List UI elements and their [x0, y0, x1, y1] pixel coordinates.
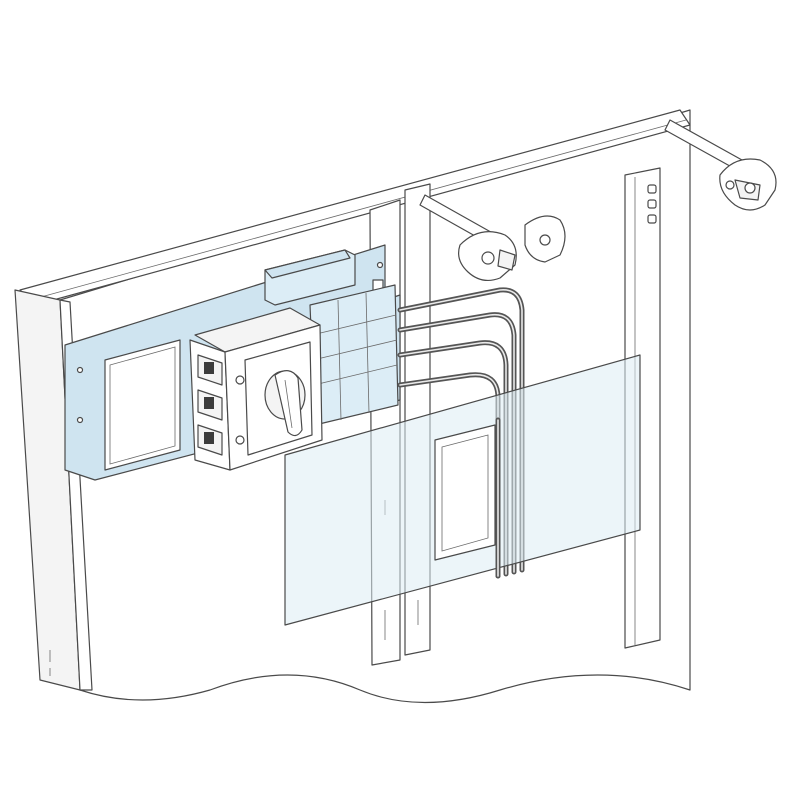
mounting-plate-holes	[76, 261, 384, 424]
rotary-switch	[189, 307, 323, 471]
support-clamp-icon	[524, 215, 566, 263]
transparent-cover	[284, 354, 641, 626]
support-clamp-icon	[458, 231, 517, 282]
top-bracket-lip	[264, 249, 351, 279]
top-rail-edge	[29, 119, 687, 301]
right-upright-holes	[647, 184, 657, 224]
window-inner-edge	[109, 346, 176, 465]
rotary-handle-icon	[264, 370, 306, 437]
switch-terminals	[197, 354, 223, 456]
terminal-block	[309, 284, 399, 426]
support-clamp-icon	[719, 158, 777, 211]
mounting-plate-window	[104, 339, 181, 471]
